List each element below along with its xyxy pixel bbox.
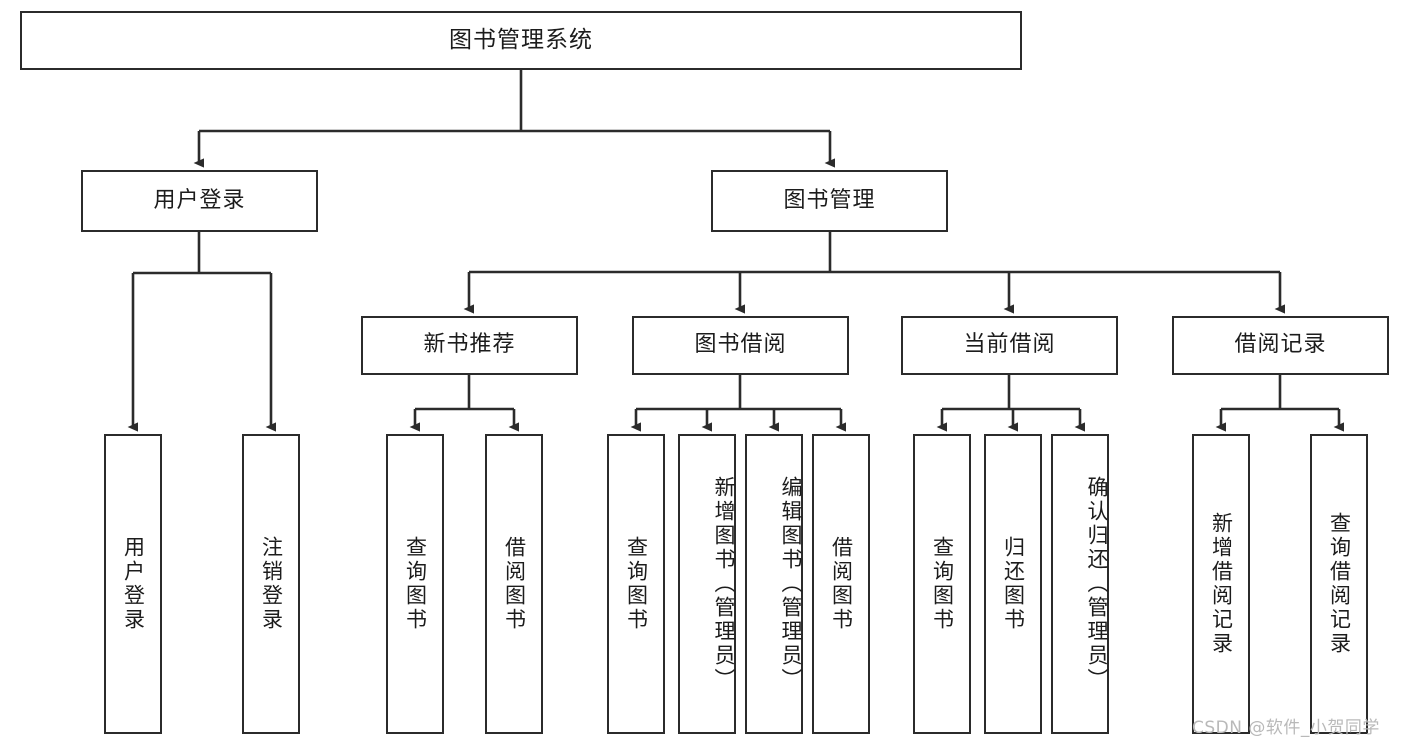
node-new-book-recommend[interactable]: 新书推荐 xyxy=(361,316,578,375)
node-borrow-record[interactable]: 借阅记录 xyxy=(1172,316,1389,375)
node-leaf-confirm-return-admin[interactable]: 确认归还（管理员） xyxy=(1051,434,1109,734)
node-root[interactable]: 图书管理系统 xyxy=(20,11,1022,70)
csdn-watermark: CSDN @软件_小贺同学 xyxy=(1192,718,1380,738)
node-book-manage[interactable]: 图书管理 xyxy=(711,170,948,232)
node-book-borrow[interactable]: 图书借阅 xyxy=(632,316,849,375)
node-leaf-borrow-book-recommend[interactable]: 借阅图书 xyxy=(485,434,543,734)
node-leaf-add-borrow-record[interactable]: 新增借阅记录 xyxy=(1192,434,1250,734)
node-current-borrow[interactable]: 当前借阅 xyxy=(901,316,1118,375)
node-leaf-query-book-recommend[interactable]: 查询图书 xyxy=(386,434,444,734)
node-leaf-add-book-admin[interactable]: 新增图书（管理员） xyxy=(678,434,736,734)
node-leaf-query-book-current[interactable]: 查询图书 xyxy=(913,434,971,734)
node-leaf-edit-book-admin[interactable]: 编辑图书（管理员） xyxy=(745,434,803,734)
node-user-login[interactable]: 用户登录 xyxy=(81,170,318,232)
node-leaf-borrow-book[interactable]: 借阅图书 xyxy=(812,434,870,734)
node-leaf-user-login[interactable]: 用户登录 xyxy=(104,434,162,734)
node-leaf-query-book-borrow[interactable]: 查询图书 xyxy=(607,434,665,734)
node-leaf-return-book[interactable]: 归还图书 xyxy=(984,434,1042,734)
node-leaf-query-borrow-record[interactable]: 查询借阅记录 xyxy=(1310,434,1368,734)
node-leaf-user-logout[interactable]: 注销登录 xyxy=(242,434,300,734)
